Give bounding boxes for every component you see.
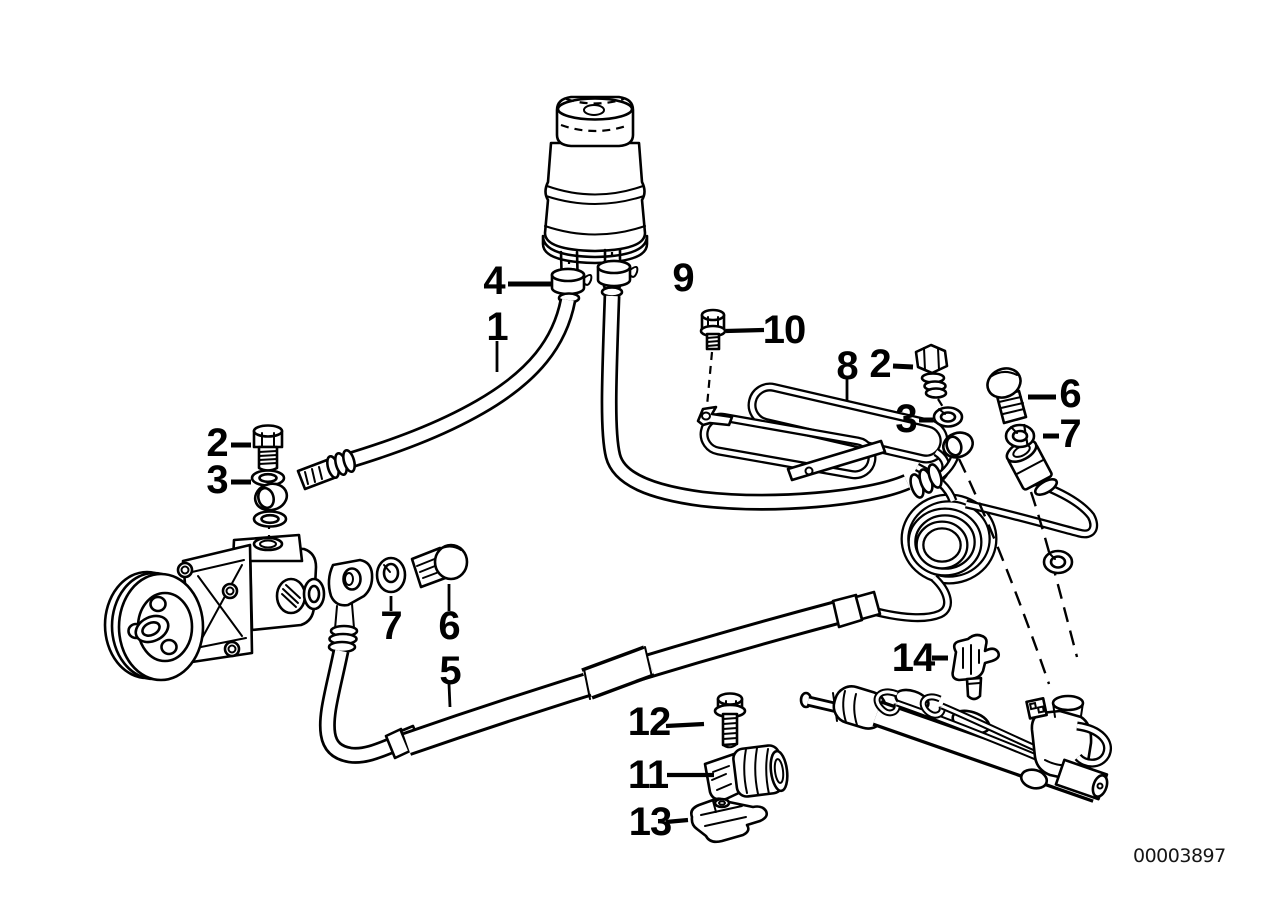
callout-12[interactable]: 12 — [627, 700, 671, 744]
banjo-bolt-2-right — [914, 343, 949, 408]
callout-5[interactable]: 5 — [439, 649, 461, 693]
pressure-hose-5 — [318, 558, 882, 764]
leader-line-2 — [892, 363, 914, 370]
leader-line-10 — [725, 327, 765, 334]
leader-line-5 — [447, 683, 452, 708]
callout-4[interactable]: 4 — [483, 259, 505, 303]
callout-1[interactable]: 1 — [486, 305, 508, 349]
callout-2[interactable]: 2 — [206, 421, 228, 465]
callout-3[interactable]: 3 — [895, 397, 917, 441]
hose-clamp-11 — [703, 744, 789, 801]
washer-3-right — [932, 406, 964, 428]
callout-9[interactable]: 9 — [672, 256, 694, 300]
callout-6[interactable]: 6 — [438, 604, 460, 648]
callout-13[interactable]: 13 — [628, 800, 672, 844]
callout-14[interactable]: 14 — [891, 636, 935, 680]
washer-below-ball — [252, 510, 288, 528]
callout-7[interactable]: 7 — [380, 604, 402, 648]
callout-6[interactable]: 6 — [1059, 372, 1081, 416]
document-number: 00003897 — [1133, 845, 1226, 867]
hose-clamp-left — [550, 267, 593, 296]
callout-8[interactable]: 8 — [836, 344, 858, 388]
clamp-bracket-13 — [690, 797, 769, 844]
suction-hose-1 — [296, 298, 577, 491]
bracket-bolt-10 — [699, 308, 727, 407]
callout-2[interactable]: 2 — [869, 342, 891, 386]
pipe-clip-14 — [951, 633, 1001, 701]
banjo-bolt-6-left — [410, 543, 469, 589]
power-steering-pump — [103, 437, 326, 682]
callout-3[interactable]: 3 — [206, 458, 228, 502]
banjo-bolt-6-right — [986, 367, 1030, 449]
callout-7[interactable]: 7 — [1059, 412, 1081, 456]
cooling-coil — [875, 462, 1099, 623]
callout-10[interactable]: 10 — [762, 308, 806, 352]
grommet — [1042, 549, 1074, 575]
banjo-bolt-2-left — [252, 424, 284, 472]
washer-7-left — [375, 556, 407, 594]
hose-clamp-right — [596, 259, 639, 288]
return-hose-9 — [600, 295, 911, 511]
callout-11[interactable]: 11 — [627, 753, 669, 797]
leader-line-12 — [665, 721, 705, 729]
banjo-ball-left — [253, 482, 289, 512]
return-pipe-fitting — [909, 431, 974, 499]
steering-rack — [799, 685, 1112, 803]
clamp-bolt-12 — [713, 692, 747, 749]
leader-line-13 — [665, 817, 689, 825]
assembly-axis-dashed-left — [957, 458, 1051, 685]
pump-mount-bolts — [176, 561, 241, 658]
